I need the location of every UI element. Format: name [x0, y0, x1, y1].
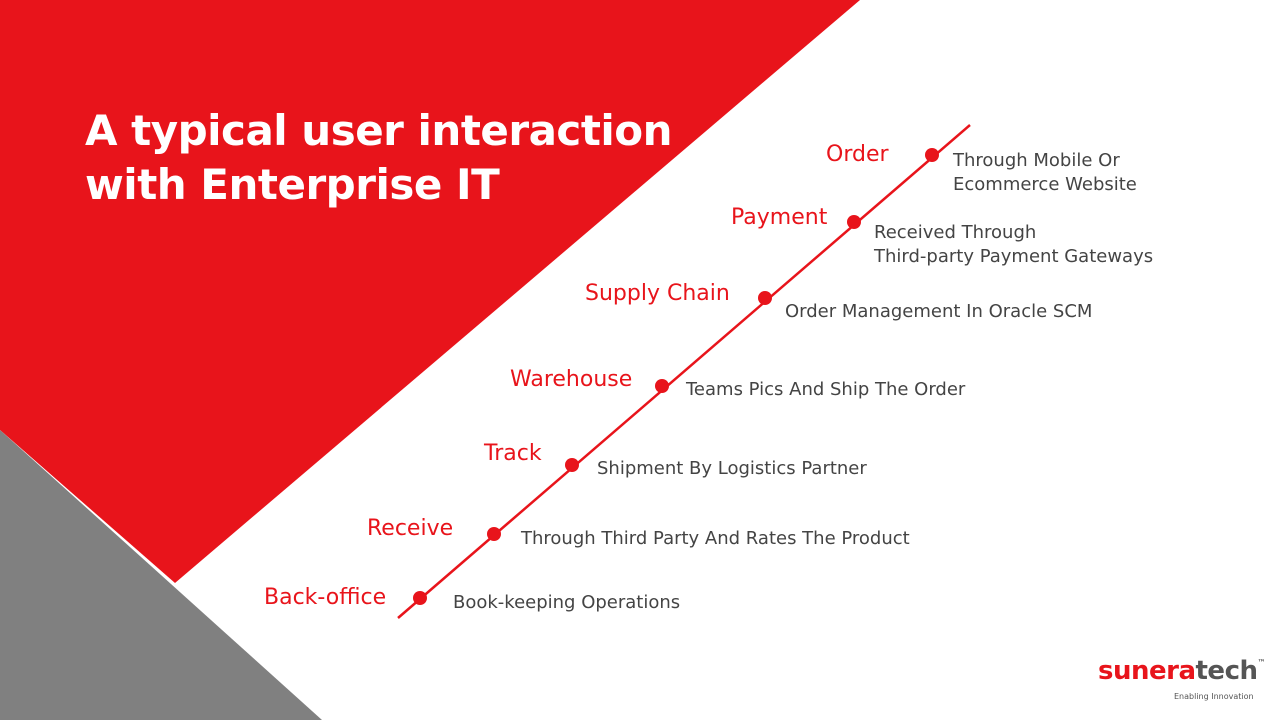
stage-desc-payment: Received Through Third-party Payment Gat… [874, 221, 1153, 269]
timeline-dot-back-office [413, 591, 427, 605]
stage-label-order: Order [826, 142, 889, 167]
stage-desc-receive: Through Third Party And Rates The Produc… [521, 527, 910, 551]
timeline-dot-order [925, 148, 939, 162]
timeline-dots [413, 148, 939, 605]
stage-desc-payment-line-1: Received Through [874, 222, 1037, 243]
logo-brand-part2: tech [1195, 656, 1258, 686]
stage-desc-payment-line-2: Third-party Payment Gateways [874, 246, 1154, 267]
red-diagonal-panel [0, 0, 860, 583]
sunera-tech-logo: suneratech™ Enabling Innovation [1098, 656, 1265, 706]
stage-desc-track-line-1: Shipment By Logistics Partner [597, 458, 867, 479]
gray-corner-panel [0, 430, 322, 720]
stage-desc-back-office: Book-keeping Operations [453, 591, 680, 615]
timeline-dot-track [565, 458, 579, 472]
stage-desc-order-line-2: Ecommerce Website [953, 174, 1137, 195]
stage-label-receive: Receive [367, 516, 454, 541]
title-line-2: with Enterprise IT [85, 160, 500, 209]
stage-desc-receive-line-1: Through Third Party And Rates The Produc… [521, 528, 910, 549]
stage-label-payment: Payment [731, 205, 828, 230]
slide-title: A typical user interaction with Enterpri… [85, 104, 705, 212]
logo-trademark: ™ [1257, 658, 1265, 667]
stage-desc-track: Shipment By Logistics Partner [597, 457, 867, 481]
logo-brand-part1: sunera [1098, 656, 1196, 686]
logo-wordmark: suneratech™ [1098, 656, 1265, 686]
timeline-dot-payment [847, 215, 861, 229]
stage-label-supply-chain: Supply Chain [585, 281, 730, 306]
title-line-1: A typical user interaction [85, 106, 673, 155]
stage-label-back-office: Back-office [264, 585, 387, 610]
timeline-dot-receive [487, 527, 501, 541]
stage-desc-order: Through Mobile Or Ecommerce Website [953, 149, 1137, 197]
stage-desc-supply-chain: Order Management In Oracle SCM [785, 300, 1092, 324]
stage-label-track: Track [484, 441, 542, 466]
timeline-dot-supply-chain [758, 291, 772, 305]
stage-desc-warehouse: Teams Pics And Ship The Order [686, 378, 965, 402]
stage-desc-supply-chain-line-1: Order Management In Oracle SCM [785, 301, 1093, 322]
stage-desc-order-line-1: Through Mobile Or [953, 150, 1120, 171]
stage-label-warehouse: Warehouse [510, 367, 633, 392]
logo-tagline: Enabling Innovation [1174, 692, 1254, 701]
timeline-dot-warehouse [655, 379, 669, 393]
stage-desc-back-office-line-1: Book-keeping Operations [453, 592, 681, 613]
stage-desc-warehouse-line-1: Teams Pics And Ship The Order [686, 379, 966, 400]
